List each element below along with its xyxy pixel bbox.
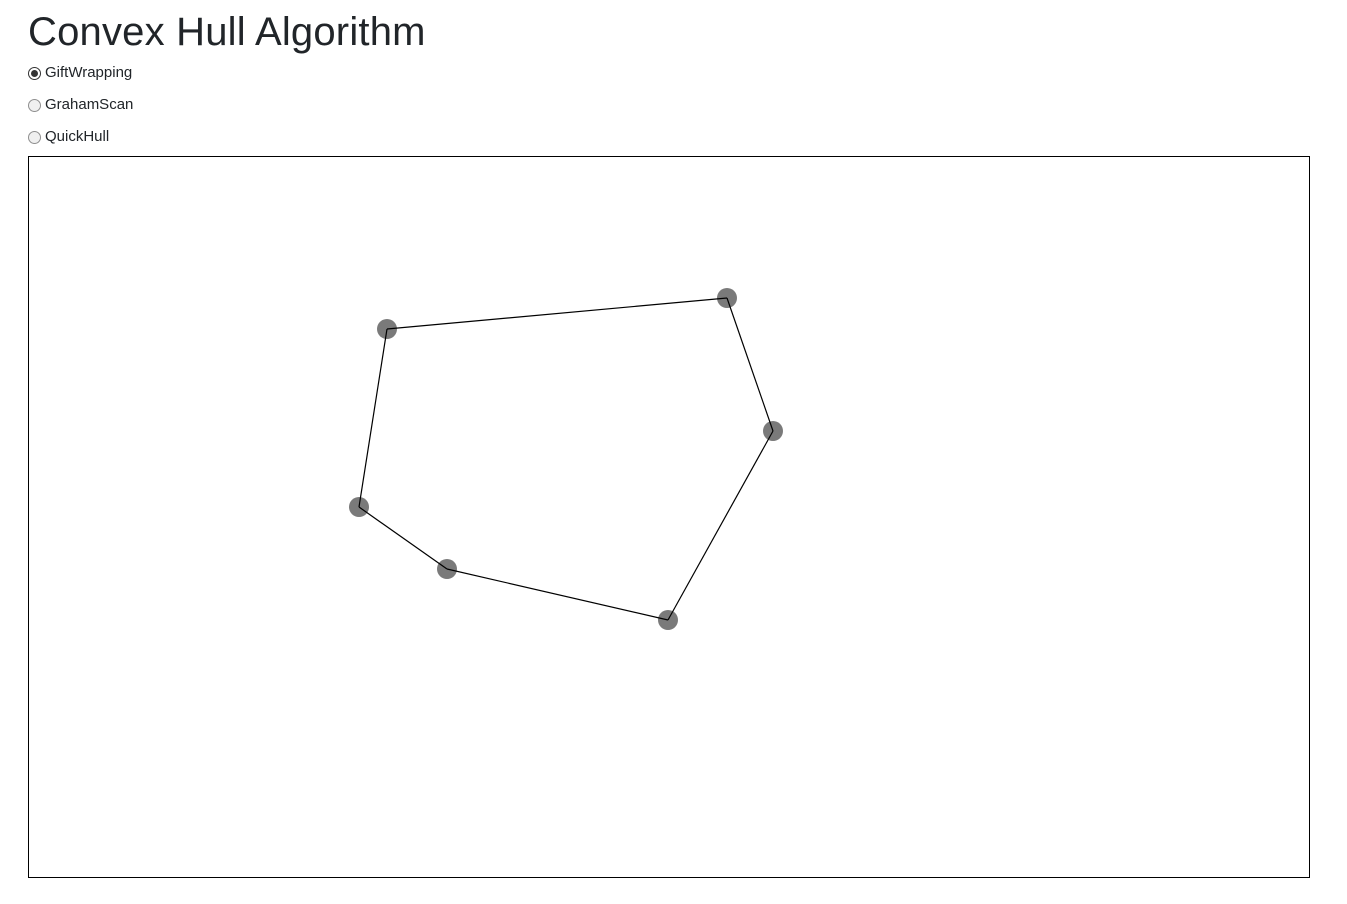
- option-quickhull[interactable]: QuickHull: [28, 125, 133, 149]
- giftwrapping-label[interactable]: GiftWrapping: [45, 64, 133, 81]
- points-layer: [349, 288, 783, 630]
- hull-edge-1: [386, 297, 728, 330]
- quickhull-radio[interactable]: [28, 130, 41, 144]
- algorithm-selector: GiftWrapping GrahamScan QuickHull: [28, 61, 133, 157]
- hull-edge-4: [446, 568, 669, 621]
- hull-layer: [358, 297, 774, 621]
- hull-edge-5: [358, 506, 448, 570]
- quickhull-label[interactable]: QuickHull: [45, 128, 110, 145]
- hull-svg: [349, 288, 783, 630]
- giftwrapping-radio[interactable]: [28, 66, 41, 80]
- grahamscan-label[interactable]: GrahamScan: [45, 96, 134, 113]
- option-grahamscan[interactable]: GrahamScan: [28, 93, 133, 117]
- option-giftwrapping[interactable]: GiftWrapping: [28, 61, 133, 85]
- hull-edge-2: [726, 297, 774, 432]
- page-title: Convex Hull Algorithm: [28, 10, 426, 54]
- hull-edge-3: [667, 430, 774, 621]
- drawing-canvas[interactable]: [28, 156, 1310, 878]
- grahamscan-radio[interactable]: [28, 98, 41, 112]
- hull-edge-6: [358, 328, 388, 508]
